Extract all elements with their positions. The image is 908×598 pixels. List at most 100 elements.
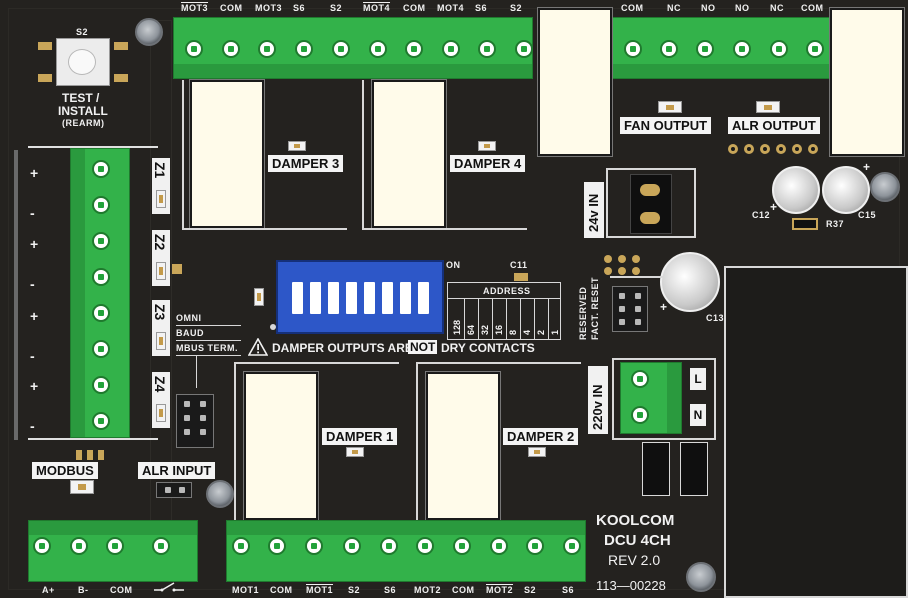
terminal-screw[interactable] (70, 537, 88, 555)
dip-switch-lever[interactable] (418, 282, 429, 314)
terminal-screw[interactable] (222, 40, 240, 58)
zone-polarity-sign: + (30, 165, 39, 181)
terminal-screw[interactable] (185, 40, 203, 58)
terminal-screw[interactable] (92, 196, 110, 214)
terminal-screw[interactable] (92, 376, 110, 394)
terminal-screw[interactable] (343, 537, 361, 555)
dip-switch-lever[interactable] (364, 282, 375, 314)
label-reserved: RESERVED (578, 286, 588, 340)
address-value: 2 (536, 329, 546, 335)
zone-jumper[interactable] (156, 404, 166, 422)
terminal-screw[interactable] (660, 40, 678, 58)
terminal-block-220v[interactable] (620, 362, 682, 434)
terminal-screw[interactable] (624, 40, 642, 58)
terminal-screw[interactable] (380, 537, 398, 555)
jumper-damper-4[interactable] (478, 141, 496, 151)
line (196, 356, 197, 388)
terminal-screw[interactable] (106, 537, 124, 555)
zone-label-z1: Z1 (152, 162, 168, 179)
zone-polarity-sign: - (30, 418, 35, 434)
warning-suffix: DRY CONTACTS (441, 341, 535, 355)
jumper-dip[interactable] (254, 288, 264, 306)
terminal-screw[interactable] (526, 537, 544, 555)
terminal-screw[interactable] (92, 232, 110, 250)
jumper-alr-output[interactable] (756, 101, 780, 113)
terminal-screw[interactable] (295, 40, 313, 58)
dip-switch-lever[interactable] (346, 282, 357, 314)
label-alr-output: ALR OUTPUT (728, 117, 820, 134)
terminal-screw[interactable] (92, 268, 110, 286)
label-mot3: MOT3 (181, 3, 209, 13)
mounting-hole (206, 480, 234, 508)
terminal-screw[interactable] (696, 40, 714, 58)
dip-switch-lever[interactable] (310, 282, 321, 314)
reserved-pin-header[interactable] (612, 286, 648, 332)
label-s6: S6 (475, 3, 488, 13)
outline (610, 276, 664, 278)
terminal-screw[interactable] (369, 40, 387, 58)
terminal-screw[interactable] (305, 537, 323, 555)
terminal-block-top-right[interactable] (612, 17, 832, 79)
dip-switch-lever[interactable] (382, 282, 393, 314)
zone-polarity-sign: + (30, 236, 39, 252)
jumper-damper-3[interactable] (288, 141, 306, 151)
zone-jumper[interactable] (156, 332, 166, 350)
terminal-screw[interactable] (806, 40, 824, 58)
screw-220v-n[interactable] (631, 406, 649, 424)
terminal-screw[interactable] (405, 40, 423, 58)
label-c11: C11 (510, 260, 528, 270)
zone-divider (28, 146, 158, 148)
terminal-screw[interactable] (770, 40, 788, 58)
capacitor-c15 (822, 166, 870, 214)
terminal-screw[interactable] (92, 340, 110, 358)
test-install-button[interactable] (38, 38, 128, 86)
jumper-damper-2[interactable] (528, 447, 546, 457)
terminal-screw[interactable] (152, 537, 170, 555)
zone-jumper[interactable] (156, 190, 166, 208)
terminal-screw[interactable] (92, 412, 110, 430)
screw-220v-l[interactable] (631, 370, 649, 388)
bottom-terminal-label: MOT2 (414, 585, 442, 595)
terminal-screw[interactable] (33, 537, 51, 555)
bottom-terminal-label: COM (110, 585, 133, 595)
dip-switch-lever[interactable] (292, 282, 303, 314)
label-damper-3: DAMPER 3 (268, 155, 344, 172)
address-divider (464, 299, 465, 339)
terminal-screw[interactable] (332, 40, 350, 58)
jumper-fan-output[interactable] (658, 101, 682, 113)
address-value: 64 (466, 324, 476, 335)
jumper-modbus[interactable] (70, 480, 94, 494)
outline (416, 362, 581, 364)
terminal-screw[interactable] (258, 40, 276, 58)
terminal-screw[interactable] (563, 537, 581, 555)
terminal-screw[interactable] (232, 537, 250, 555)
test-point (172, 264, 182, 274)
relay-damper-3 (189, 79, 265, 229)
terminal-screw[interactable] (478, 40, 496, 58)
address-dip-switch[interactable] (276, 260, 444, 334)
terminal-screw[interactable] (92, 304, 110, 322)
terminal-screw[interactable] (92, 160, 110, 178)
jumper-damper-1[interactable] (346, 447, 364, 457)
terminal-screw[interactable] (733, 40, 751, 58)
label-baud: BAUD (176, 328, 204, 338)
dip-switch-lever[interactable] (400, 282, 411, 314)
terminal-screw[interactable] (442, 40, 460, 58)
alr-input-header[interactable] (156, 482, 192, 498)
terminal-screw[interactable] (416, 537, 434, 555)
modbus-config-header[interactable] (176, 394, 214, 448)
terminal-screw[interactable] (453, 537, 471, 555)
dip-switch-lever[interactable] (328, 282, 339, 314)
address-value: 32 (480, 324, 490, 335)
test-button-ref: S2 (76, 27, 89, 37)
label-com: COM (403, 3, 426, 13)
zone-jumper[interactable] (156, 262, 166, 280)
terminal-block-zones[interactable] (70, 148, 130, 438)
terminal-block-dampers[interactable] (226, 520, 586, 582)
label-fact-reset: FACT. RESET (590, 276, 600, 340)
terminal-screw[interactable] (268, 537, 286, 555)
terminal-screw[interactable] (490, 537, 508, 555)
label-mbus-term: MBUS TERM. (176, 343, 238, 353)
terminal-screw[interactable] (515, 40, 533, 58)
